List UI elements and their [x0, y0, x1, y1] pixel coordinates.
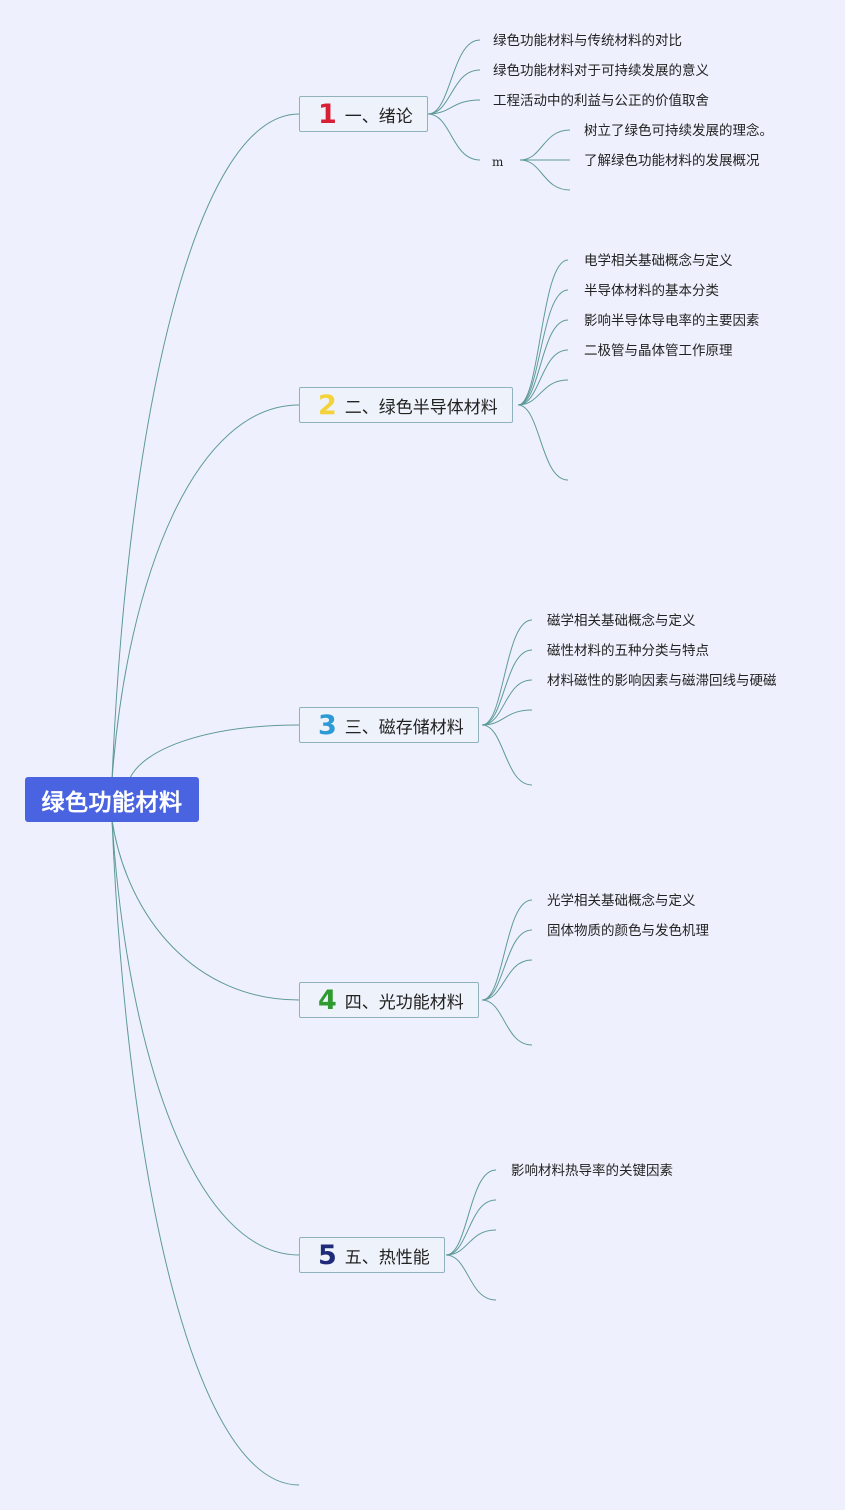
subtopic-3-3[interactable]: 材料磁性的影响因素与磁滞回线与硬磁: [547, 673, 777, 689]
branch4-link-3: [481, 959, 533, 1001]
branch-topic-5[interactable]: 5 五、热性能: [299, 1237, 445, 1273]
branch-label-5: 五、热性能: [344, 1247, 430, 1268]
branch4-link-1: [481, 899, 533, 1001]
branch3-link-2: [481, 649, 533, 726]
branch-number-3: 3: [318, 709, 337, 741]
subtopic-5-1[interactable]: 影响材料热导率的关键因素: [511, 1163, 673, 1179]
branch2-link-6: [517, 404, 569, 481]
root-topic[interactable]: 绿色功能材料: [25, 777, 199, 822]
branch-number-1: 1: [318, 98, 337, 130]
subtopic-3-2[interactable]: 磁性材料的五种分类与特点: [547, 643, 709, 659]
branch-label-1: 一、绪论: [344, 106, 413, 127]
subtopic-1-4-1[interactable]: 树立了绿色可持续发展的理念。: [584, 123, 773, 139]
subtopic-1-4-link-1: [519, 129, 571, 161]
subtopic-2-2[interactable]: 半导体材料的基本分类: [584, 283, 719, 299]
branch3-link-1: [481, 619, 533, 726]
root-link-1: [111, 113, 300, 781]
branch2-link-3: [517, 319, 569, 406]
subtopic-1-4-2[interactable]: 了解绿色功能材料的发展概况: [584, 153, 760, 169]
subtopic-1-3[interactable]: 工程活动中的利益与公正的价值取舍: [493, 93, 709, 109]
branch2-link-1: [517, 259, 569, 406]
branch1-link-4: [427, 113, 481, 161]
branch4-link-4: [481, 999, 533, 1046]
branch5-link-3: [445, 1229, 497, 1256]
subtopic-2-3[interactable]: 影响半导体导电率的主要因素: [584, 313, 760, 329]
branch2-link-2: [517, 289, 569, 406]
root-link-2: [111, 404, 300, 781]
branch1-link-1: [427, 39, 481, 115]
branch3-link-3: [481, 679, 533, 726]
root-topic-label: 绿色功能材料: [41, 789, 183, 816]
branch-topic-1[interactable]: 1 一、绪论: [299, 96, 428, 132]
branch4-link-2: [481, 929, 533, 1001]
branch-topic-2[interactable]: 2 二、绿色半导体材料: [299, 387, 513, 423]
branch1-link-2: [427, 69, 481, 115]
subtopic-4-2[interactable]: 固体物质的颜色与发色机理: [547, 923, 709, 939]
subtopic-1-4-link-3: [519, 159, 571, 191]
branch-number-5: 5: [318, 1239, 337, 1271]
branch2-link-5: [517, 379, 569, 406]
subtopic-4-1[interactable]: 光学相关基础概念与定义: [547, 893, 696, 909]
branch5-link-4: [445, 1254, 497, 1301]
subtopic-3-1[interactable]: 磁学相关基础概念与定义: [547, 613, 696, 629]
subtopic-1-2[interactable]: 绿色功能材料对于可持续发展的意义: [493, 63, 709, 79]
branch-topic-4[interactable]: 4 四、光功能材料: [299, 982, 479, 1018]
branch3-link-5: [481, 724, 533, 786]
root-link-3: [129, 724, 300, 779]
subtopic-1-1[interactable]: 绿色功能材料与传统材料的对比: [493, 33, 682, 49]
branch5-link-2: [445, 1199, 497, 1256]
branch3-link-4: [481, 709, 533, 726]
branch-label-3: 三、磁存储材料: [344, 717, 464, 738]
branch-number-4: 4: [318, 984, 337, 1016]
subtopic-1-4[interactable]: m: [492, 155, 504, 169]
root-link-5: [111, 819, 300, 1256]
branch-number-2: 2: [318, 389, 337, 421]
branch2-link-4: [517, 349, 569, 406]
branch1-link-3: [427, 99, 481, 115]
branch5-link-1: [445, 1169, 497, 1256]
branch-label-2: 二、绿色半导体材料: [344, 397, 498, 418]
subtopic-2-1[interactable]: 电学相关基础概念与定义: [584, 253, 733, 269]
root-link-6: [111, 819, 300, 1486]
root-link-4: [111, 819, 300, 1001]
subtopic-2-4[interactable]: 二极管与晶体管工作原理: [584, 343, 733, 359]
branch-label-4: 四、光功能材料: [344, 992, 464, 1013]
branch-topic-3[interactable]: 3 三、磁存储材料: [299, 707, 479, 743]
